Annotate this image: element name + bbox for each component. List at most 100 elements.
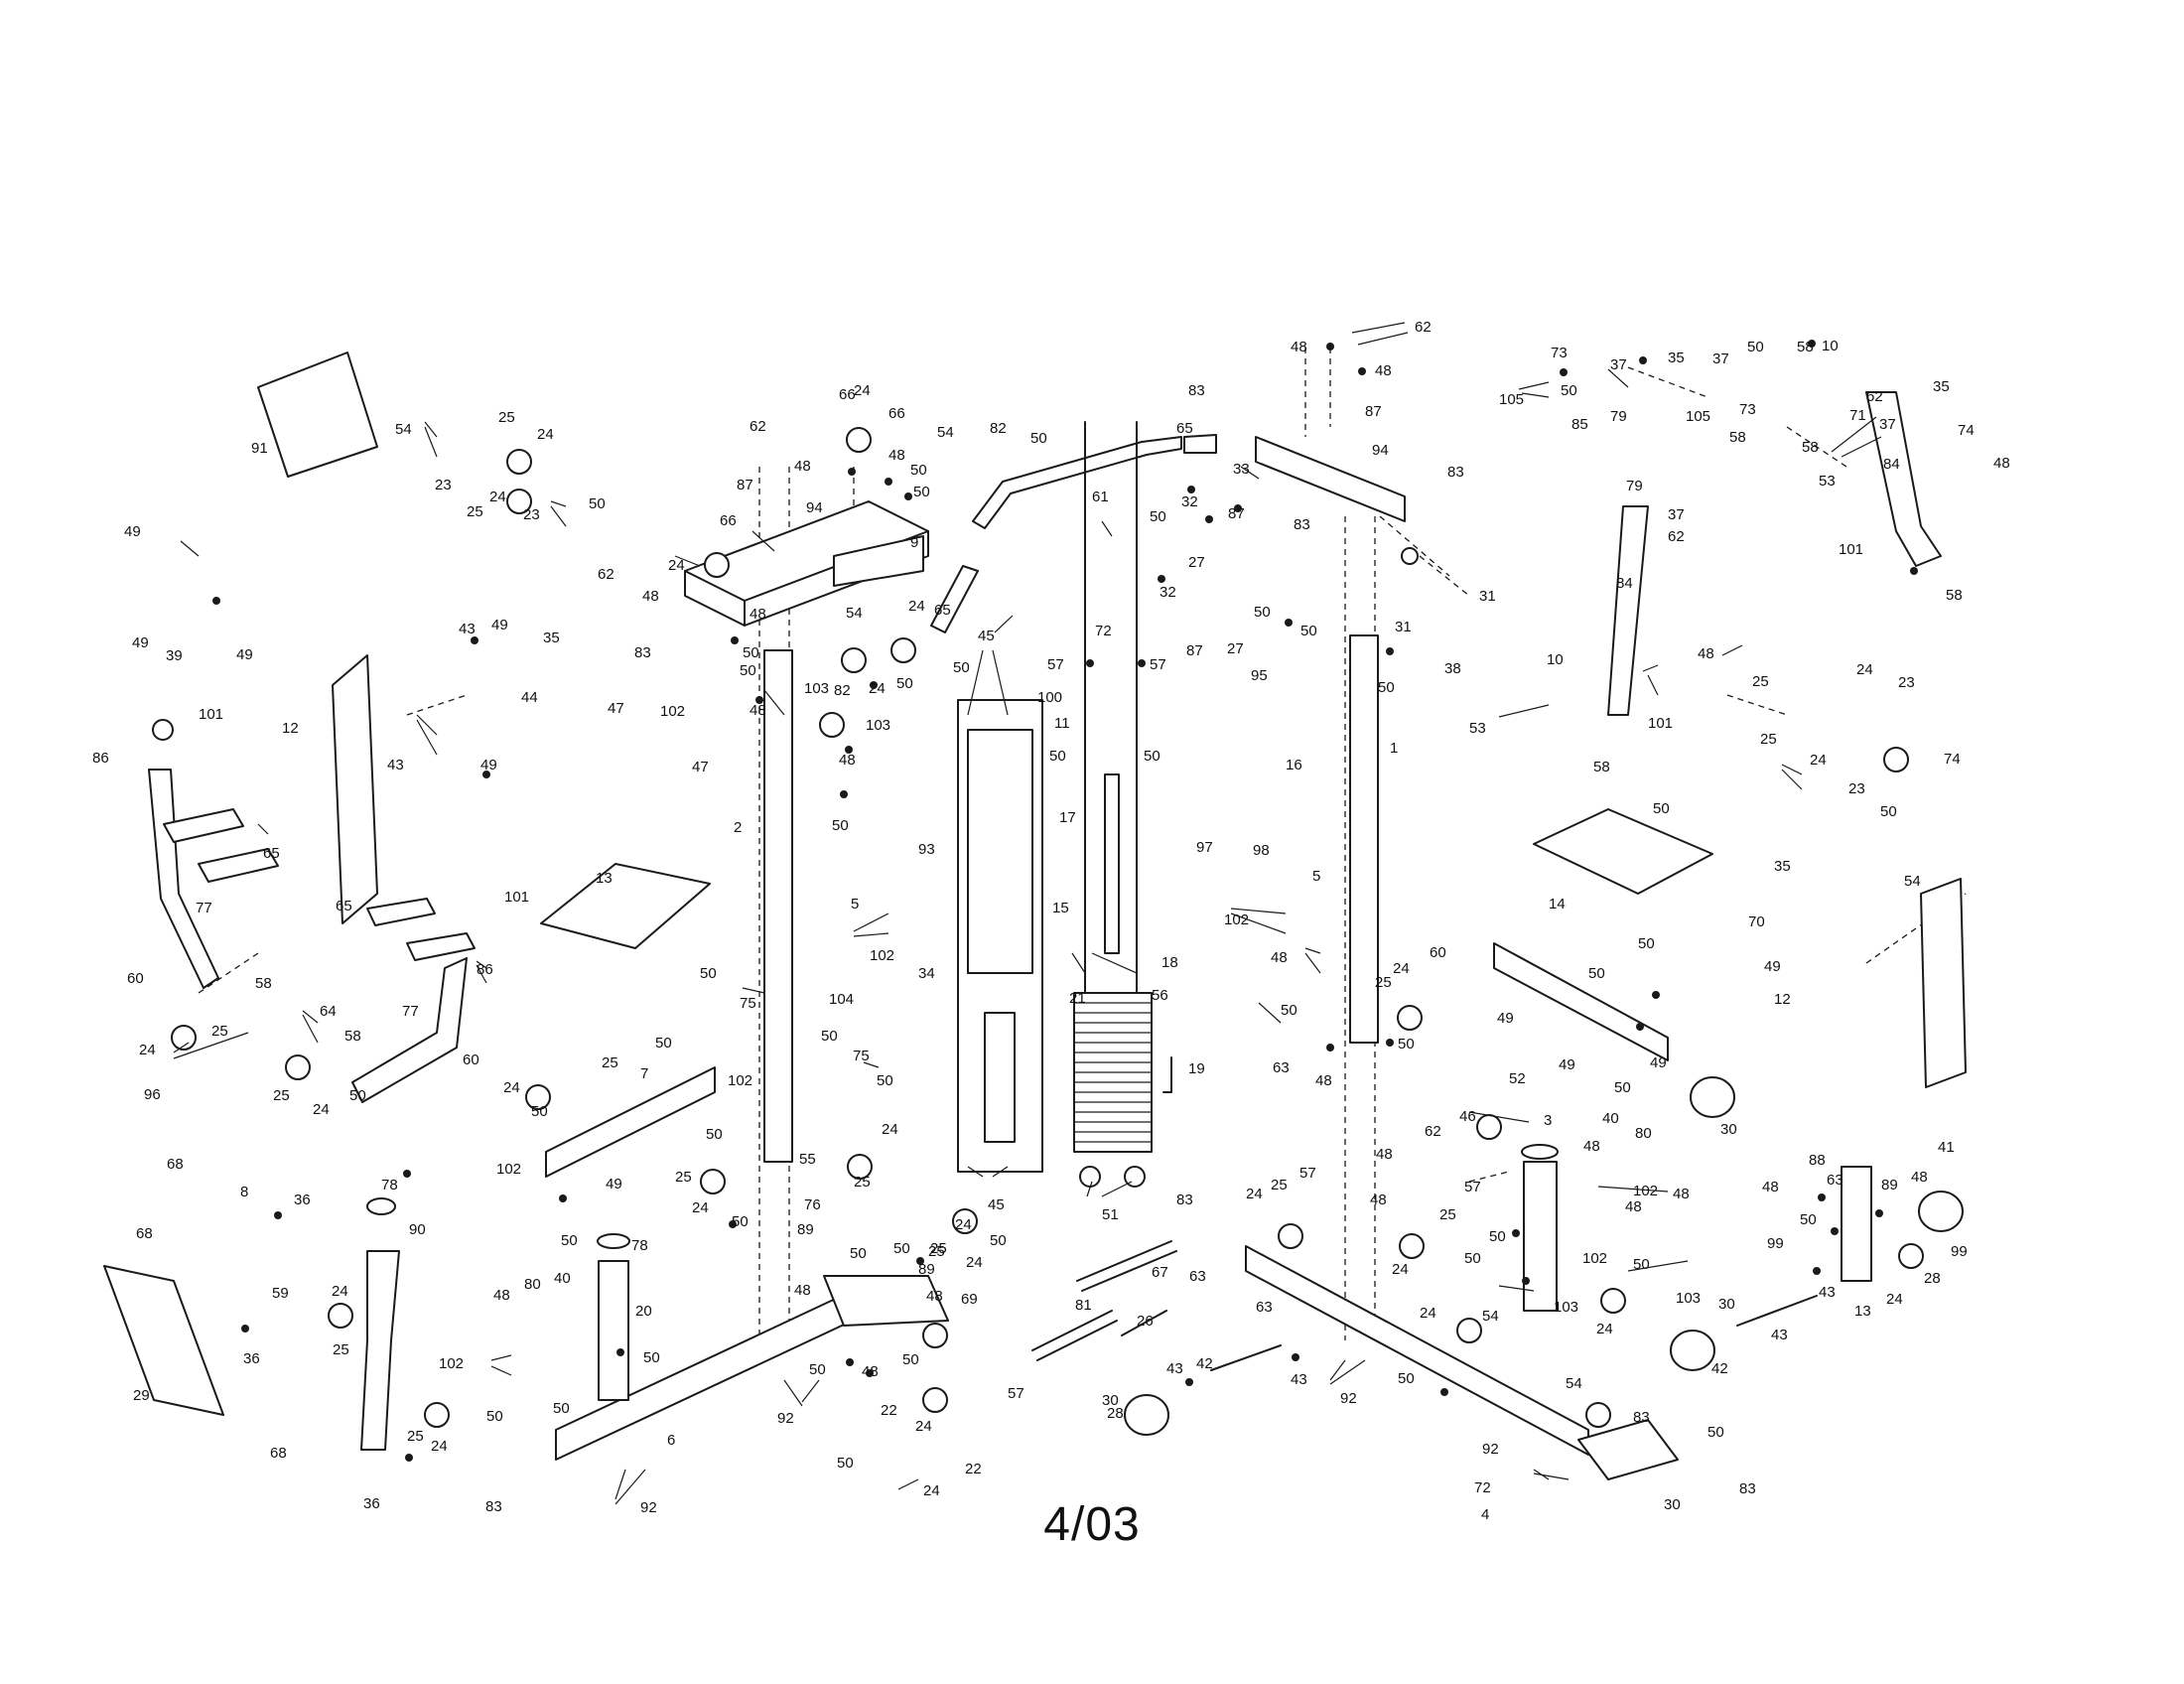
- part-callout: 62: [1866, 388, 1883, 405]
- part-callout: 101: [504, 889, 529, 906]
- part-callout: 15: [1052, 900, 1069, 916]
- part-callout: 63: [1827, 1172, 1843, 1189]
- part-callout: 30: [1720, 1121, 1737, 1138]
- part-callout: 54: [395, 421, 412, 438]
- part-callout: 58: [344, 1028, 361, 1045]
- part-callout: 87: [1365, 403, 1382, 420]
- frame-part-weight-stack-19: [1073, 992, 1172, 1188]
- part-callout: 98: [1253, 842, 1270, 859]
- part-callout: 36: [363, 1495, 380, 1512]
- part-callout: 89: [1881, 1177, 1898, 1193]
- part-callout: 102: [728, 1072, 752, 1089]
- part-callout: 92: [1340, 1390, 1357, 1407]
- part-callout: 50: [743, 644, 759, 661]
- part-callout: 74: [1958, 422, 1975, 439]
- part-callout: 49: [1559, 1056, 1575, 1073]
- part-callout: 84: [1883, 456, 1900, 473]
- part-callout: 25: [854, 1174, 871, 1191]
- part-callout: 49: [491, 617, 508, 633]
- part-callout: 50: [1049, 748, 1066, 765]
- part-callout: 42: [1196, 1355, 1213, 1372]
- part-callout: 79: [1610, 408, 1627, 425]
- part-callout: 48: [1993, 455, 2010, 472]
- part-callout: 50: [589, 495, 606, 512]
- part-callout: 50: [1144, 748, 1160, 765]
- part-callout: 96: [144, 1086, 161, 1103]
- part-callout: 12: [1774, 991, 1791, 1008]
- part-callout: 80: [1635, 1125, 1652, 1142]
- part-callout: 50: [655, 1035, 672, 1052]
- callout-leader-lines: [173, 322, 1882, 1505]
- part-callout: 80: [524, 1276, 541, 1293]
- part-callout: 54: [1904, 873, 1921, 890]
- frame-part-crossbar-7: [545, 1066, 716, 1178]
- part-callout: 6: [667, 1432, 675, 1449]
- part-callout: 58: [1593, 759, 1610, 775]
- part-callout: 101: [1648, 715, 1673, 732]
- part-callout: 53: [1469, 720, 1486, 737]
- part-callout: 13: [596, 870, 613, 887]
- part-callout: 57: [1150, 656, 1166, 673]
- part-callout: 50: [850, 1245, 867, 1262]
- part-callout: 65: [934, 602, 951, 619]
- part-callout: 36: [294, 1192, 311, 1208]
- part-callout: 50: [732, 1213, 749, 1230]
- part-callout: 102: [496, 1161, 521, 1178]
- part-callout: 24: [1596, 1321, 1613, 1337]
- part-callout: 35: [543, 630, 560, 646]
- part-callout: 1: [1390, 740, 1398, 757]
- frame-part-rollers-30: [1124, 1076, 1964, 1436]
- part-callout: 73: [1551, 345, 1568, 361]
- part-callout: 47: [692, 759, 709, 775]
- frame-part-bracket-9: [833, 535, 924, 587]
- part-callout: 83: [1633, 1409, 1650, 1426]
- part-callout: 50: [1300, 623, 1317, 639]
- part-callout: 48: [1375, 362, 1392, 379]
- part-callout: 49: [1497, 1010, 1514, 1027]
- part-callout: 50: [896, 675, 913, 692]
- part-callout: 50: [1638, 935, 1655, 952]
- part-callout: 10: [1547, 651, 1564, 668]
- part-callout: 24: [908, 598, 925, 615]
- part-callout: 20: [635, 1303, 652, 1320]
- part-callout: 48: [1315, 1072, 1332, 1089]
- part-callout: 53: [1819, 473, 1836, 490]
- part-callout: 49: [132, 634, 149, 651]
- part-callout: 99: [1767, 1235, 1784, 1252]
- part-callout: 37: [1879, 416, 1896, 433]
- frame-part-arm-10-left: [1607, 505, 1649, 716]
- part-callout: 43: [1291, 1371, 1307, 1388]
- part-callout: 24: [139, 1042, 156, 1058]
- part-callout: 92: [777, 1410, 794, 1427]
- part-callout: 50: [1880, 803, 1897, 820]
- part-callout: 50: [910, 462, 927, 479]
- part-callout: 56: [1152, 987, 1168, 1004]
- part-callout: 50: [1633, 1256, 1650, 1273]
- part-callout: 4: [1481, 1506, 1489, 1523]
- part-callout: 9: [910, 534, 918, 551]
- part-callout: 78: [631, 1237, 648, 1254]
- frame-part-guide-rods-15: [1084, 421, 1138, 994]
- part-callout: 26: [1137, 1313, 1154, 1330]
- part-callout: 33: [1233, 461, 1250, 478]
- part-callout: 13: [1854, 1303, 1871, 1320]
- part-callout: 99: [1951, 1243, 1968, 1260]
- part-callout: 23: [523, 506, 540, 523]
- part-callout: 48: [493, 1287, 510, 1304]
- part-callout: 25: [1439, 1206, 1456, 1223]
- part-callout: 88: [1809, 1152, 1826, 1169]
- part-callout: 62: [750, 418, 766, 435]
- part-callout: 25: [467, 503, 483, 520]
- part-callout: 25: [498, 409, 515, 426]
- part-callout: 83: [634, 644, 651, 661]
- frame-part-top-beam-33: [1255, 436, 1406, 522]
- part-callout: 50: [1030, 430, 1047, 447]
- part-callout: 50: [486, 1408, 503, 1425]
- frame-part-pad-12-left: [332, 654, 378, 924]
- part-callout: 50: [1489, 1228, 1506, 1245]
- part-callout: 90: [409, 1221, 426, 1238]
- frame-part-upright-41: [1841, 1166, 1872, 1282]
- part-callout: 68: [167, 1156, 184, 1173]
- part-callout: 102: [660, 703, 685, 720]
- part-callout: 97: [1196, 839, 1213, 856]
